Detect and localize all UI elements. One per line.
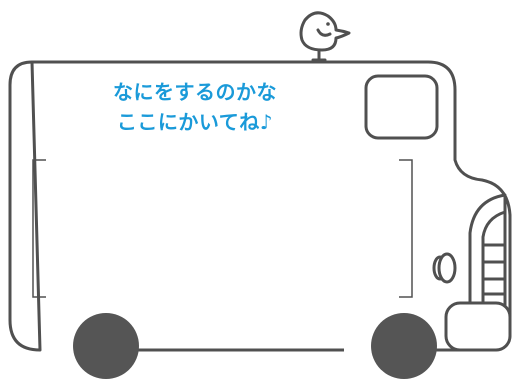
bird-icon [299, 11, 351, 62]
rear-wheel [73, 313, 139, 379]
headlight [432, 252, 457, 284]
side-window [364, 74, 439, 140]
front-grille [468, 193, 507, 307]
bird-eye [326, 22, 330, 26]
bracket-corners [32, 159, 413, 298]
prompt-line-1: なにをするのかな [113, 80, 277, 104]
prompt-line-2: ここにかいてね♪ [116, 110, 274, 134]
bumper [444, 301, 512, 352]
front-wheel [371, 313, 437, 379]
